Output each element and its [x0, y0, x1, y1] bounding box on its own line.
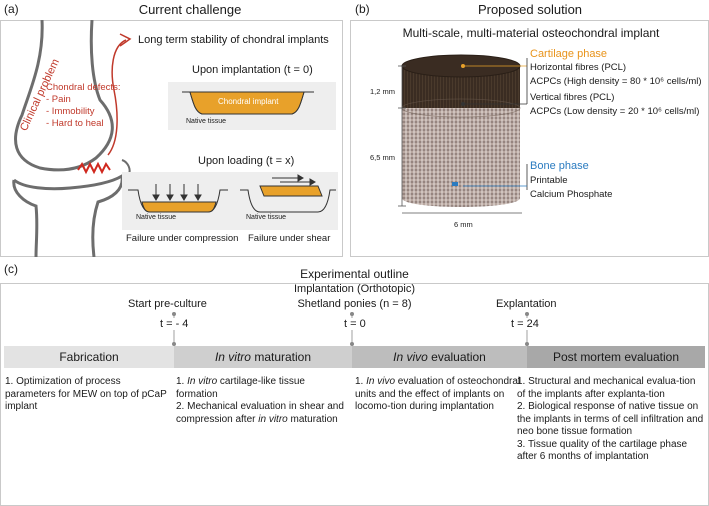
explantation-label: Explantation — [496, 298, 557, 310]
stage-post-mortem: Post mortem evaluation — [527, 346, 705, 368]
implant-diagram — [182, 91, 314, 115]
defects-title: Chondral defects: — [46, 82, 121, 93]
stage-label: Fabrication — [59, 350, 119, 364]
defect-item: - Hard to heal — [46, 118, 104, 129]
defect-item: - Pain — [46, 94, 71, 105]
loading-diagrams — [128, 174, 336, 213]
defect-item: - Immobility — [46, 106, 95, 117]
bone-phase-label: Bone phase — [530, 160, 589, 172]
native-tissue-label-3: Native tissue — [246, 214, 287, 221]
desc-item: 1. Structural and mechanical evalua-tion… — [517, 376, 696, 400]
panel-b-subtitle: Multi-scale, multi-material osteochondra… — [402, 26, 660, 40]
dim-top-label: 1,2 mm — [370, 87, 396, 96]
stage-fabrication: Fabrication — [4, 346, 174, 368]
red-pointer-arrow — [107, 33, 132, 156]
acpcs-high-label: ACPCs (High density = 80 * 10⁶ cells/ml) — [530, 76, 702, 87]
fabrication-description: 1. Optimization of process parameters fo… — [5, 376, 171, 414]
native-tissue-label-2: Native tissue — [136, 214, 177, 221]
failure-shear-label: Failure under shear — [248, 233, 331, 244]
desc-item: 1. In vitro cartilage-like tissue format… — [176, 376, 305, 400]
post-mortem-description: 1. Structural and mechanical evalua-tion… — [517, 376, 705, 464]
implantation-inset: Chondral implant Native tissue — [168, 82, 336, 130]
chondral-defects-list: Chondral defects: - Pain - Immobility - … — [46, 82, 120, 130]
stage-label-italic: In vivo — [393, 350, 428, 364]
desc-item: 1. Optimization of process parameters fo… — [5, 376, 167, 412]
printable-label: Printable — [530, 175, 568, 186]
vertical-fibres-label: Vertical fibres (PCL) — [530, 92, 615, 103]
width-dimension-line — [402, 212, 522, 214]
native-tissue-label: Native tissue — [186, 118, 227, 125]
panel-c-letter: (c) — [4, 262, 18, 276]
desc-item: 3. Tissue quality of the cartilage phase… — [517, 438, 688, 463]
desc-item: 1. In vivo evaluation of osteochondral u… — [355, 376, 521, 412]
dim-side-label: 6,5 mm — [370, 153, 396, 162]
stage-label: maturation — [250, 350, 312, 364]
in-vivo-description: 1. In vivo evaluation of osteochondral u… — [355, 376, 523, 414]
ponies-label: Shetland ponies (n = 8) — [297, 298, 412, 310]
stage-in-vitro: In vitro maturation — [174, 346, 352, 368]
loading-inset: Native tissue Native tissue — [122, 172, 338, 230]
desc-item: 2. Mechanical evaluation in shear and co… — [176, 401, 344, 425]
panel-a-title: Current challenge — [138, 2, 242, 17]
cartilage-phase-label: Cartilage phase — [530, 48, 608, 60]
chondral-implant-label: Chondral implant — [218, 97, 279, 106]
stage-label: Post mortem evaluation — [552, 350, 680, 364]
panel-b-title: Proposed solution — [477, 2, 583, 17]
calcium-phosphate-label: Calcium Phosphate — [530, 189, 613, 200]
time-point-3: t = 24 — [511, 318, 539, 330]
panel-b-letter: (b) — [355, 2, 370, 16]
desc-item: 2. Biological response of native tissue … — [517, 401, 704, 437]
implantation-title: Upon implantation (t = 0) — [192, 64, 313, 76]
in-vitro-description: 1. In vitro cartilage-like tissue format… — [176, 376, 348, 426]
loading-title: Upon loading (t = x) — [198, 155, 295, 167]
panel-a-letter: (a) — [4, 2, 19, 16]
panel-c-title: Experimental outline — [300, 267, 409, 281]
time-point-1: t = - 4 — [160, 318, 189, 330]
stage-label-italic: In vitro — [214, 350, 251, 364]
dim-bottom-label: 6 mm — [454, 220, 473, 229]
dimension-lines — [398, 65, 406, 207]
time-point-2: t = 0 — [344, 318, 366, 330]
implantation-label: Implantation (Orthotopic) — [293, 283, 416, 295]
acpcs-low-label: ACPCs (Low density = 20 * 10⁶ cells/ml) — [530, 106, 700, 117]
horizontal-fibres-label: Horizontal fibres (PCL) — [530, 62, 627, 73]
callout-lines — [461, 58, 528, 190]
stage-label: evaluation — [427, 350, 486, 364]
failure-compression-label: Failure under compression — [126, 233, 239, 244]
osteochondral-scaffold — [401, 54, 521, 207]
stability-note: Long term stability of chondral implants — [138, 34, 329, 46]
stage-in-vivo: In vivo evaluation — [352, 346, 527, 368]
panel-a-frame — [0, 20, 343, 257]
preculture-label: Start pre-culture — [128, 298, 207, 310]
